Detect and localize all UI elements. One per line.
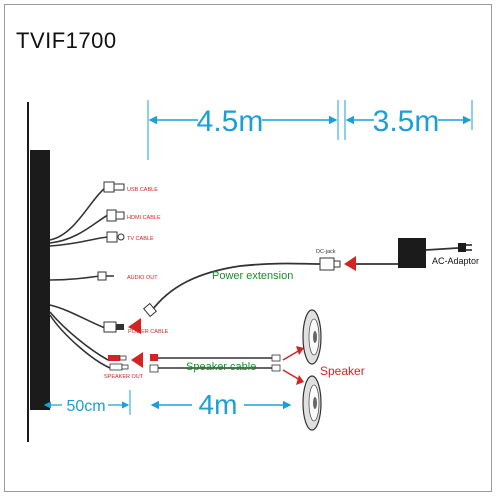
red-arrow: [128, 318, 141, 334]
speaker-cable-plug: [149, 354, 281, 373]
hdmi-cable-label: HDMI CABLE: [127, 215, 161, 221]
dimension-label-4-5m: 4.5m: [197, 105, 264, 138]
power-extension-cable: [149, 262, 321, 314]
speaker-cable: [158, 357, 272, 369]
monitor-unit: [30, 150, 50, 410]
mains-cable: [425, 247, 459, 251]
red-arrow: [296, 346, 304, 355]
power-extension-plug: [143, 302, 157, 318]
audio-out-label: AUDIO OUT: [127, 275, 158, 281]
ac-adaptor-box: [398, 238, 426, 268]
red-arrow: [282, 369, 301, 381]
dc-jack-connector: [319, 257, 341, 271]
speaker-out-connector: [108, 355, 129, 371]
red-arrow: [282, 349, 301, 361]
dimension-label-4m: 4m: [199, 389, 238, 420]
speaker-bottom: [302, 375, 322, 431]
red-arrow: [131, 352, 143, 368]
power-extension-label: Power extension: [212, 270, 293, 282]
dc-jack-label: DC-jack: [316, 249, 336, 255]
speaker-out-label: SPEAKER OUT: [104, 374, 144, 380]
speaker-label: Speaker: [320, 364, 365, 378]
red-arrow: [344, 256, 356, 271]
power-cable-connector: [103, 321, 124, 333]
dimension-label-50cm: 50cm: [66, 398, 105, 415]
hdmi-connector: [106, 209, 125, 222]
red-arrow: [296, 375, 304, 385]
dimension-label-3-5m: 3.5m: [373, 105, 440, 138]
product-title: TVIF1700: [16, 28, 117, 53]
tv-cable-label: TV CABLE: [127, 236, 154, 242]
ac-adaptor-label: AC-Adaptor: [432, 256, 479, 266]
tv-connector: [106, 231, 125, 243]
usb-cable-label: USB CABLE: [127, 187, 158, 193]
usb-connector: [103, 181, 125, 193]
cable-bundle: [49, 187, 111, 369]
mains-plug: [458, 243, 472, 252]
audio-out-connector: [97, 271, 114, 281]
speaker-top: [302, 309, 322, 365]
power-cable-label: POWER CABLE: [128, 329, 169, 335]
speaker-cable-label: Speaker cable: [186, 361, 256, 373]
